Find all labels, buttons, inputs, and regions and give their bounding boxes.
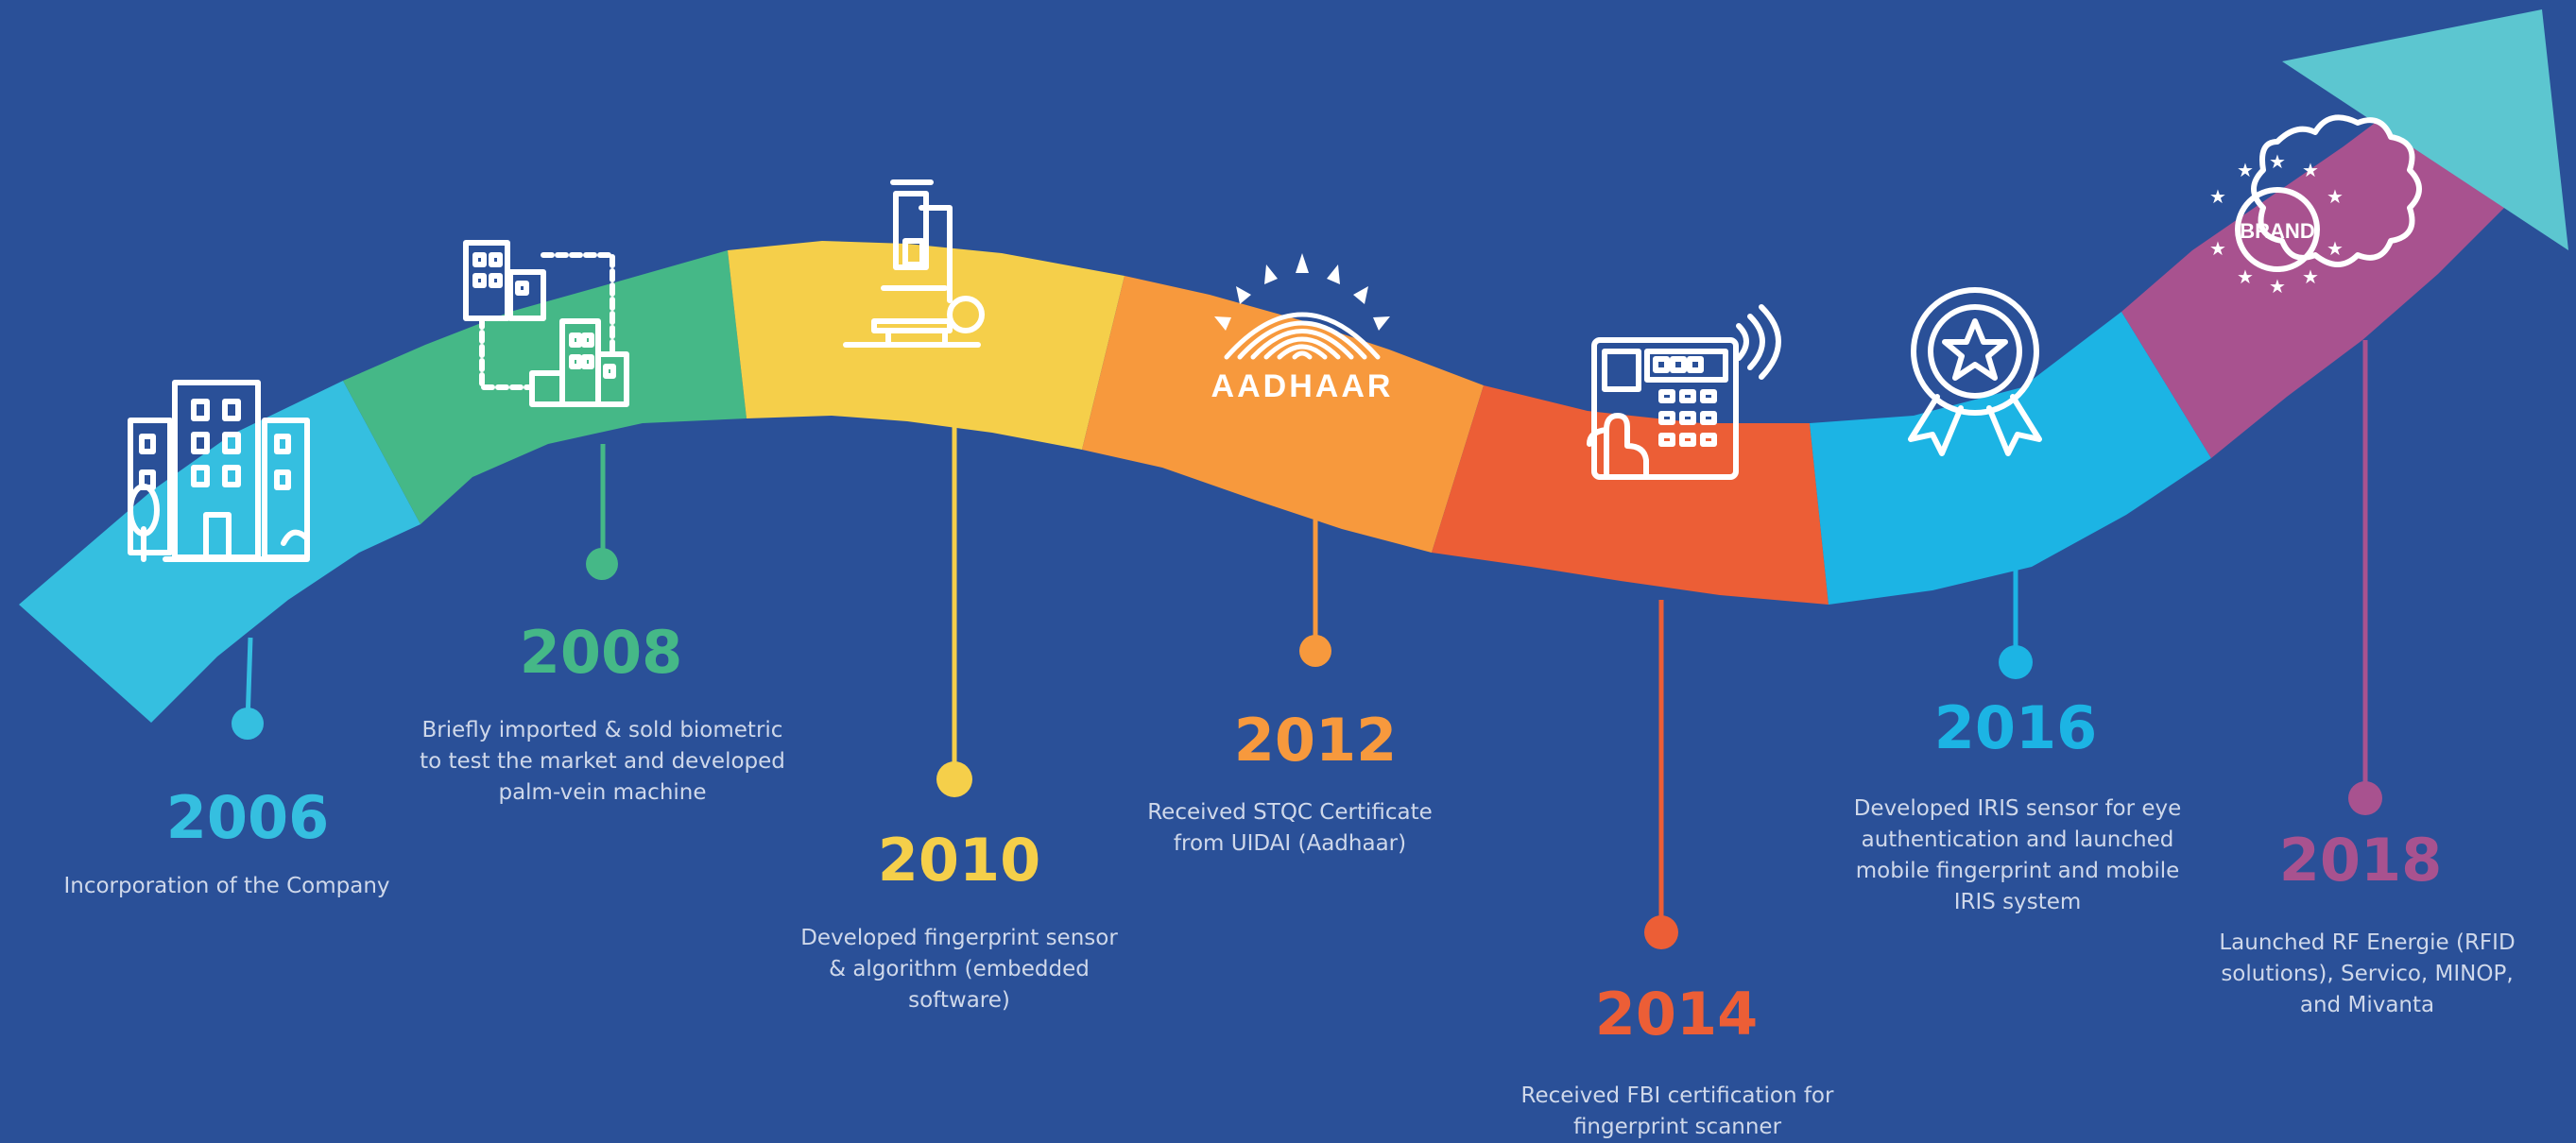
connectors: [232, 340, 2382, 949]
milestone-description-2014: Received FBI certification for fingerpri…: [1520, 1083, 1834, 1139]
year-label-2008: 2008: [519, 618, 683, 687]
connector-2016: [1999, 557, 2033, 679]
ribbon-segment-2008: [343, 250, 747, 524]
year-label-2012: 2012: [1233, 706, 1398, 775]
milestone-description-2016: Developed IRIS sensor for eye authentica…: [1853, 796, 2182, 914]
microscope-icon: [843, 179, 985, 348]
ribbon-segment-2016: [1810, 312, 2211, 605]
connector-2018: [2348, 340, 2382, 815]
year-label-2018: 2018: [2278, 826, 2443, 895]
seal-star: ★: [2302, 265, 2319, 288]
aadhaar-logo-text: AADHAAR: [1211, 368, 1394, 404]
seal-star: ★: [2327, 185, 2344, 208]
year-label-2014: 2014: [1594, 980, 1759, 1049]
connector-2010: [936, 425, 972, 797]
seal-star: ★: [2237, 265, 2254, 288]
milestone-description-2018: Launched RF Energie (RFID solutions), Se…: [2219, 930, 2516, 1017]
ribbon-segment-2012: [1082, 276, 1484, 553]
connector-2006: [232, 637, 264, 740]
connector-2012: [1299, 520, 1331, 667]
seal-star: ★: [2269, 275, 2286, 298]
seal-star: ★: [2302, 159, 2319, 181]
milestone-description-2012: Received STQC Certificate from UIDAI (Aa…: [1147, 800, 1433, 856]
timeline-ribbon: [19, 9, 2568, 723]
seal-star: ★: [2237, 159, 2254, 181]
office-buildings-icon: [128, 380, 310, 562]
timeline-arrow-head: [2282, 9, 2568, 250]
brand-seal-stars: ★ ★ ★ ★ ★ ★ ★ ★ ★ ★: [2209, 150, 2344, 298]
seal-star: ★: [2209, 185, 2226, 208]
ribbon-segment-2018: [2121, 104, 2504, 458]
brand-seal-text: BRAND: [2240, 219, 2314, 243]
city-network-icon: [463, 240, 629, 407]
aadhaar-logo-icon: AADHAAR: [1211, 253, 1394, 404]
milestone-description-2010: Developed fingerprint sensor & algorithm…: [800, 926, 1118, 1013]
fingerprint-keypad-icon: [1587, 304, 1781, 480]
brand-seal-icon: [2235, 114, 2422, 272]
milestone-description-2006: Incorporation of the Company: [63, 874, 390, 898]
year-label-2010: 2010: [877, 826, 1041, 895]
seal-star: ★: [2269, 150, 2286, 173]
seal-star: ★: [2327, 237, 2344, 260]
year-label-2006: 2006: [165, 783, 330, 852]
award-badge-icon: [1908, 287, 2042, 456]
seal-star: ★: [2209, 237, 2226, 260]
ribbon-segment-2006: [19, 381, 421, 723]
ribbon-segment-2014: [1432, 385, 1829, 605]
year-label-2016: 2016: [1933, 693, 2098, 762]
milestone-description-2008: Briefly imported & sold biometric to tes…: [420, 718, 785, 805]
connector-2008: [586, 444, 618, 580]
connector-2014: [1644, 600, 1678, 949]
